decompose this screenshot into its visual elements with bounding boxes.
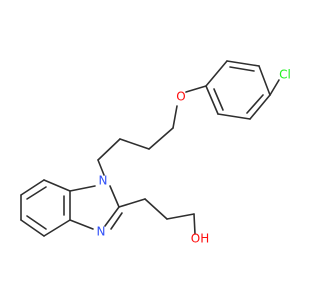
bond-ring-oxygen xyxy=(185,85,207,93)
hydroxyl-label: OH xyxy=(191,232,209,246)
butyl-linker-chain xyxy=(97,105,178,176)
molecule-structure-diagram: O Cl N N OH xyxy=(20,60,291,246)
nitrogen-3-label: N xyxy=(97,225,106,239)
benzene-ring-fused xyxy=(20,179,71,237)
chlorine-label: Cl xyxy=(279,68,291,82)
imidazole-ring xyxy=(69,185,123,230)
propanol-chain xyxy=(118,198,196,235)
bond-ring-chlorine xyxy=(269,79,280,96)
chlorophenyl-ring xyxy=(205,60,271,120)
ether-oxygen-label: O xyxy=(176,90,185,104)
nitrogen-1-label: N xyxy=(99,174,108,188)
